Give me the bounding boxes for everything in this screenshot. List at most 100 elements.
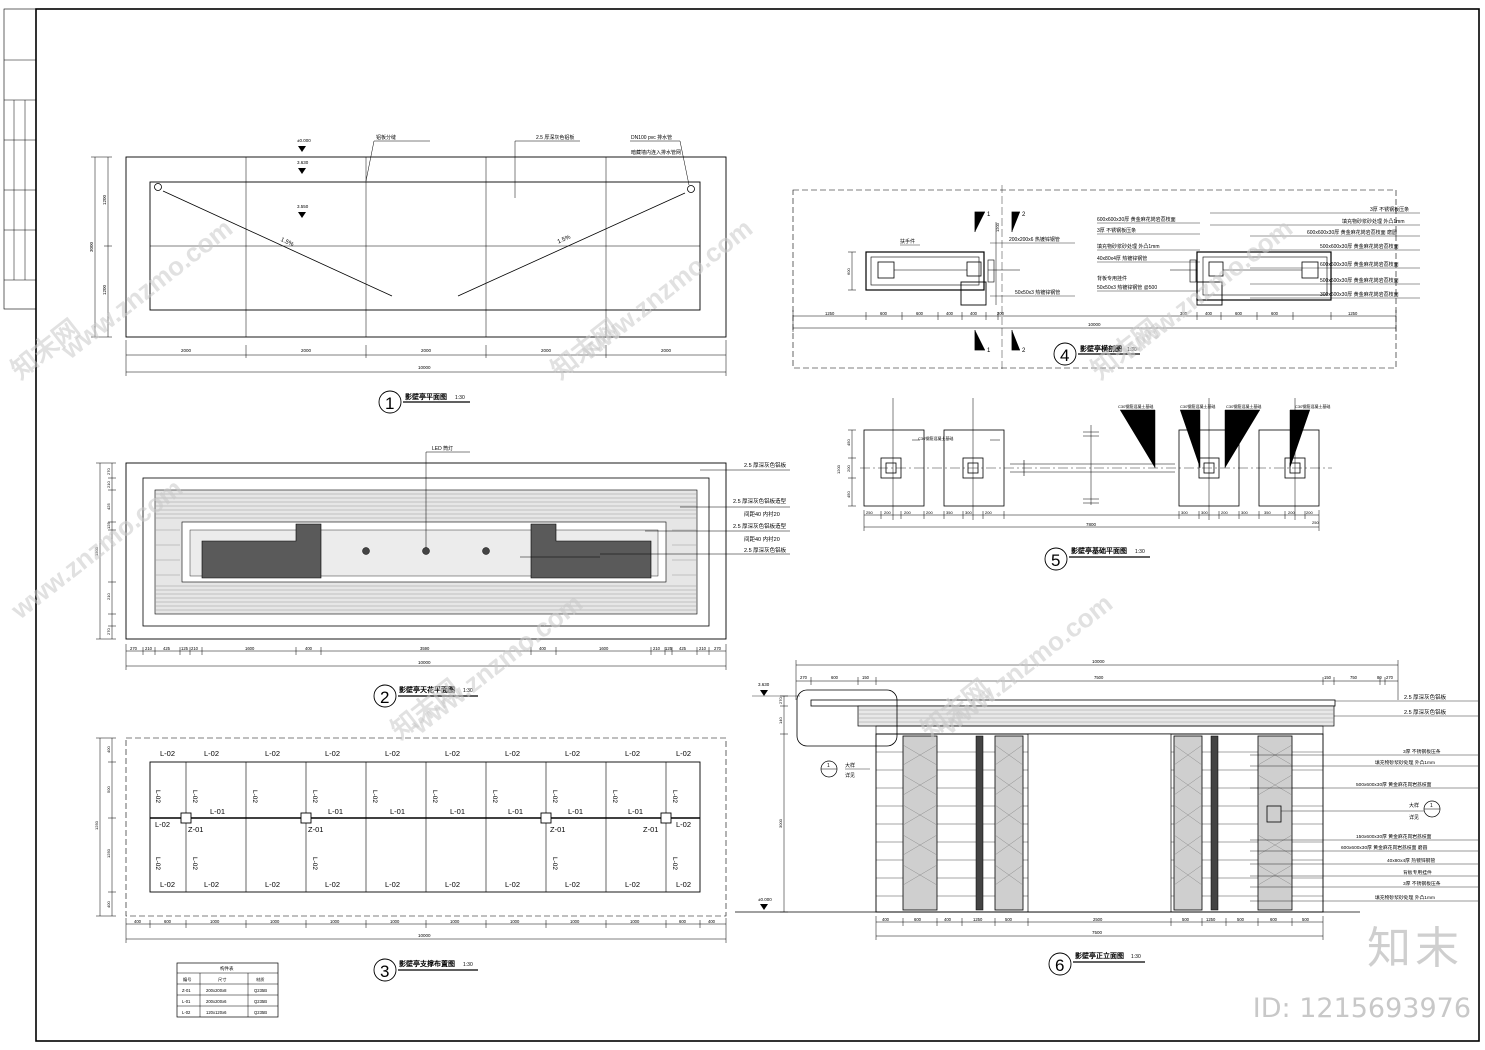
beam-label: L-01 bbox=[328, 807, 343, 816]
dim-text: 210 bbox=[699, 646, 707, 651]
drawing-number-circle bbox=[373, 684, 397, 708]
beam-label: L-01 bbox=[568, 807, 583, 816]
level-marker-icon bbox=[298, 168, 306, 174]
beam-label: L-02 bbox=[265, 749, 280, 758]
dim-text: 2000 bbox=[181, 348, 192, 353]
drawing-number-circle bbox=[1044, 547, 1068, 571]
dim-text: 270 bbox=[778, 697, 783, 704]
note-label: C30钢筋混凝土基础 bbox=[918, 435, 953, 441]
dim-text: 425 bbox=[163, 646, 171, 651]
table-cell: 200x200x6 bbox=[206, 999, 227, 1004]
beam-label: L-01 bbox=[450, 807, 465, 816]
footing bbox=[943, 429, 1005, 507]
beam-label: L-02 bbox=[325, 749, 340, 758]
note-label: 500x600x30厚 黄金麻花岗岩荔枝面 bbox=[1320, 277, 1399, 284]
level-text: ±0.000 bbox=[297, 138, 311, 143]
dim-text: 200 bbox=[846, 465, 851, 472]
sheet-border bbox=[35, 8, 1480, 1042]
dim-text: 125 bbox=[106, 522, 111, 529]
dim-text: 1200 bbox=[102, 194, 107, 205]
image-id: ID: 1215693976 bbox=[1252, 993, 1471, 1024]
dim-total: 10000 bbox=[418, 660, 431, 665]
beam-label: L-02 bbox=[625, 749, 640, 758]
dim-text: 200 bbox=[926, 510, 933, 515]
note-label: 背板专用挂件 bbox=[1097, 275, 1127, 282]
member-table: 构件表 编号 尺寸 材质 Z-01 200x200x8 Q235B L-01 2… bbox=[176, 962, 279, 1018]
note-label: 间距40 内衬20 bbox=[744, 510, 780, 518]
note-label: 600x600x30厚 黄金麻花岗岩荔枝面 磨圆 bbox=[1341, 844, 1428, 851]
dim-text: 200 bbox=[1306, 510, 1313, 515]
dim-text: 200 bbox=[884, 510, 891, 515]
section-4-cross-section: 1 2 1 2 扶手件 200x200x6 热镀锌钢管 50x50x3 热镀锌钢… bbox=[792, 185, 1420, 370]
dim-text: 500 bbox=[1237, 917, 1245, 922]
dim-text: 1000 bbox=[450, 919, 460, 924]
plan-2-ceiling: LED 筒灯 2.5 厚深灰色铝板 2.5 厚深灰色铝板造型 间距40 内衬20… bbox=[94, 445, 790, 708]
dim-text: 1250 bbox=[106, 848, 111, 858]
level-marker-icon bbox=[298, 146, 306, 152]
detail-label: 大样 bbox=[845, 762, 855, 769]
dim-text: 1250 bbox=[973, 917, 983, 922]
footing bbox=[1258, 429, 1320, 507]
dim-text: 400 bbox=[1205, 311, 1213, 316]
cut-mark: 1 bbox=[987, 212, 991, 218]
note-label: 300x600x30厚 黄金麻花岗岩荔枝面 bbox=[1320, 291, 1399, 298]
dim-text: 125 bbox=[665, 646, 673, 651]
note-label: 3厚 不锈钢板压条 bbox=[1403, 880, 1441, 887]
dim-text: 600 bbox=[1235, 311, 1243, 316]
slope-arrow bbox=[162, 190, 393, 297]
dim-text: 1250 bbox=[825, 311, 835, 316]
dim-text: 270 bbox=[106, 628, 111, 635]
level-text: 3.630 bbox=[297, 160, 309, 165]
note-label: C30钢筋混凝土基础 bbox=[1118, 403, 1153, 409]
note-label: 50x50x3 热镀锌钢管 @500 bbox=[1097, 284, 1157, 291]
detail-label: 详见 bbox=[845, 772, 855, 779]
detail-label: 详见 bbox=[1409, 814, 1419, 821]
note-label: 150x600x30厚 黄金麻花岗岩荔枝面 bbox=[1356, 833, 1432, 840]
note-label: 500x600x30厚 黄金麻花岗岩荔枝面 bbox=[1356, 781, 1432, 788]
drawing-number-circle bbox=[1053, 342, 1077, 366]
stone-panels bbox=[902, 735, 1293, 911]
led-downlight-icon bbox=[482, 547, 490, 555]
table-cell: L-01 bbox=[182, 999, 191, 1004]
note-label: 2.5 厚深灰色铝板 bbox=[1404, 708, 1447, 716]
cut-mark: 1 bbox=[987, 348, 991, 354]
table-header: 尺寸 bbox=[218, 976, 226, 983]
dim-text: 1000 bbox=[510, 919, 520, 924]
drawing-title: 影壁亭天花平面图 bbox=[399, 685, 455, 694]
table-title: 构件表 bbox=[220, 965, 234, 972]
dim-text: 600 bbox=[164, 919, 172, 924]
note-label: 铝板分缝 bbox=[376, 134, 396, 141]
dim-text: 425 bbox=[106, 503, 111, 510]
dim-text: 1200 bbox=[102, 284, 107, 295]
dim-text: 600 bbox=[846, 268, 851, 275]
level-text: 3.630 bbox=[758, 682, 770, 687]
beam-label: L-02 bbox=[445, 880, 460, 889]
dim-text: 80 bbox=[1377, 675, 1382, 680]
note-label: LED 筒灯 bbox=[432, 445, 453, 452]
led-downlight-icon bbox=[362, 547, 370, 555]
dim-text: 250 bbox=[866, 510, 873, 515]
column-z01 bbox=[180, 812, 192, 824]
dim-text: 2000 bbox=[541, 348, 552, 353]
drawing-number: 4 bbox=[1060, 346, 1069, 365]
dim-text: 1250 bbox=[1348, 311, 1358, 316]
slope-label: 1.5% bbox=[279, 237, 295, 248]
beam-label: L-01 bbox=[628, 807, 643, 816]
slope-label: 1.5% bbox=[557, 234, 573, 245]
dim-text: 200 bbox=[997, 311, 1005, 316]
dim-text: 200 bbox=[904, 510, 911, 515]
drawing-number: 1 bbox=[385, 394, 394, 413]
dim-text: 200 bbox=[1288, 510, 1295, 515]
drawing-number-circle bbox=[373, 958, 397, 982]
drawing-number: 2 bbox=[380, 688, 389, 707]
dim-text: 600 bbox=[916, 311, 924, 316]
beam-label: L-02 bbox=[611, 790, 618, 803]
cut-mark: 2 bbox=[1022, 348, 1026, 354]
beam-label: L-02 bbox=[385, 880, 400, 889]
table-cell: Q235B bbox=[254, 988, 267, 993]
dim-text: 350 bbox=[1264, 510, 1271, 515]
drawing-number: 5 bbox=[1051, 551, 1060, 570]
column-label: Z-01 bbox=[643, 825, 658, 834]
beam-label: L-02 bbox=[505, 880, 520, 889]
